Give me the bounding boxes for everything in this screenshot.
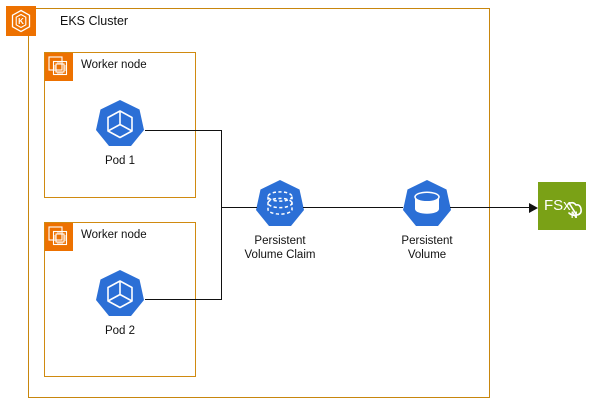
- pod-1: Pod 1: [93, 98, 147, 169]
- worker-node-icon: [45, 223, 73, 251]
- persistent-volume: Persistent Volume: [400, 178, 454, 262]
- connector-pod2-horizontal: [145, 299, 222, 301]
- fsx-for-netapp-ontap-service: FSx N: [538, 182, 586, 230]
- worker-node-2-box: Worker node: [44, 222, 196, 377]
- pvc-label: Persistent Volume Claim: [220, 235, 340, 262]
- connector-pod1-horizontal: [145, 130, 222, 132]
- kubernetes-pod-icon: [96, 100, 144, 146]
- persistent-volume-claim-icon: [256, 180, 304, 226]
- svg-text:K: K: [18, 17, 24, 26]
- eks-cluster-icon: K: [6, 6, 36, 36]
- worker-node-1-label: Worker node: [81, 59, 147, 71]
- pv-label-line2: Volume: [407, 248, 447, 261]
- eks-cluster-boundary: [28, 8, 490, 398]
- pod-1-label: Pod 1: [104, 155, 136, 167]
- pv-label: Persistent Volume: [367, 235, 487, 262]
- pv-label-line1: Persistent: [401, 235, 453, 247]
- fsx-label-text: FSx: [544, 197, 571, 214]
- connector-junction-vertical: [220, 130, 222, 300]
- eks-cluster-label: EKS Cluster: [60, 14, 129, 28]
- worker-node-1-box: Worker node: [44, 52, 196, 198]
- pod-2: Pod 2: [93, 268, 147, 339]
- connector-pvc-to-pv: [303, 207, 403, 209]
- persistent-volume-claim: Persistent Volume Claim: [245, 178, 315, 262]
- fsx-for-netapp-ontap-icon: FSx N: [544, 197, 582, 220]
- pvc-label-line1: Persistent: [254, 235, 306, 247]
- pod-2-label: Pod 2: [104, 325, 136, 337]
- connector-junction-to-pvc: [220, 207, 257, 209]
- netapp-n-text: N: [571, 210, 578, 220]
- pvc-label-line2: Volume Claim: [244, 248, 316, 261]
- arrow-head-to-fsx: [529, 202, 538, 213]
- worker-node-icon: [45, 53, 73, 81]
- worker-node-2-label: Worker node: [81, 229, 147, 241]
- connector-pv-to-fsx: [450, 207, 530, 209]
- kubernetes-pod-icon: [96, 270, 144, 316]
- persistent-volume-icon: [403, 180, 451, 226]
